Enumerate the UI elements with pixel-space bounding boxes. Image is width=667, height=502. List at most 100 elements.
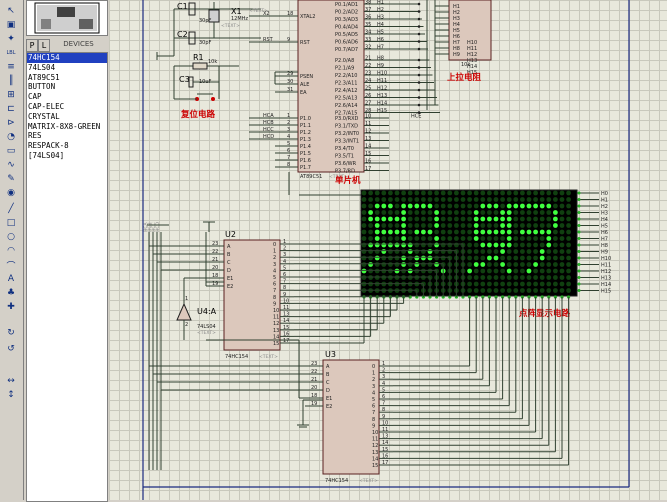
arc-icon[interactable]: ◠ (7, 246, 15, 256)
button-pin-icon[interactable] (211, 97, 215, 101)
generator-icon[interactable]: ∿ (7, 160, 15, 170)
rotate-ccw-icon[interactable]: ↺ (7, 344, 15, 354)
matrix-led (559, 210, 565, 215)
graph-icon[interactable]: ◔ (7, 132, 15, 142)
tab-library[interactable]: L (38, 39, 50, 52)
device-list-item[interactable]: CRYSTAL (28, 111, 60, 121)
matrix-led (414, 203, 420, 209)
matrix-led (493, 210, 499, 215)
inverter-u4[interactable]: 1 2 U4:A 74LS04 <TEXT> (176, 277, 224, 340)
symbol-icon[interactable]: ♣ (6, 288, 16, 298)
net-label: H8 (601, 243, 608, 249)
matrix-led (559, 236, 565, 241)
mcu-pin-number: 4 (287, 134, 290, 140)
decoder-pin-label: C (326, 380, 330, 386)
decoder-pin-label: 11 (273, 315, 279, 321)
decoder-pin-label: 0 (372, 364, 375, 370)
matrix-led (487, 249, 492, 254)
matrix-led (487, 223, 492, 228)
script-icon[interactable]: ≡ (7, 62, 15, 72)
matrix-led (539, 236, 545, 241)
matrix-led (447, 242, 453, 248)
matrix-led (421, 268, 426, 274)
tab-pick-devices[interactable]: P (26, 39, 38, 52)
terminal-icon[interactable]: ⊏ (7, 104, 15, 114)
matrix-led (546, 197, 552, 202)
device-list-item[interactable]: AT89C51 (28, 72, 60, 82)
overview-window[interactable] (26, 0, 108, 36)
mcu-pin-label: P2.0/A8 (335, 58, 354, 64)
matrix-led (388, 242, 393, 248)
mcu-pin-label: P2.7/A15 (335, 111, 357, 117)
matrix-led (427, 255, 433, 261)
circle-icon[interactable]: ○ (7, 232, 15, 242)
matrix-led (533, 255, 538, 261)
tape-icon[interactable]: ▭ (6, 146, 16, 156)
device-list-item[interactable]: RESPACK-8 (28, 141, 69, 151)
flip-v-icon[interactable]: ↕ (7, 390, 15, 400)
matrix-led (381, 242, 387, 248)
device-list-item[interactable]: MATRIX-8X8-GREEN (28, 121, 101, 131)
device-list-item[interactable]: RES (28, 131, 42, 141)
u2-part: 74HC154 (225, 354, 248, 360)
bus-label: HCB (147, 222, 153, 232)
matrix-led (381, 210, 387, 215)
matrix-led (414, 197, 420, 202)
matrix-led (473, 203, 479, 209)
matrix-led (361, 229, 367, 235)
subcircuit-icon[interactable]: ⊞ (7, 90, 15, 100)
pointer-icon[interactable]: ↖ (7, 6, 15, 16)
label-icon[interactable]: LBL (6, 50, 16, 56)
decoder-pin-number: 11 (382, 427, 388, 433)
text-icon[interactable]: A (7, 274, 15, 284)
matrix-led (566, 236, 571, 241)
path-icon[interactable]: ⌒ (6, 261, 16, 272)
net-label: H8 (377, 56, 384, 62)
device-list-item[interactable]: 74LS04 (28, 62, 56, 72)
mcu-pin-label: P3.1/TXD (335, 124, 358, 130)
resistor-r1-icon[interactable] (192, 62, 208, 70)
schematic-canvas[interactable]: C1 30pF C2 30pF X1 12MHz <TEXT> <TEXT> R… (109, 0, 667, 500)
bus-label: HCA (143, 221, 149, 232)
box-icon[interactable]: □ (6, 218, 16, 228)
bus-icon[interactable]: ║ (8, 76, 14, 86)
decoder-pin-label: D (227, 268, 231, 274)
marker-icon[interactable]: ✚ (7, 302, 15, 312)
decoder-pin-number: 16 (382, 453, 388, 459)
matrix-led (401, 242, 406, 248)
component-icon[interactable]: ▣ (6, 20, 16, 30)
line-icon[interactable]: ╱ (8, 204, 14, 214)
port-icon[interactable]: ⊳ (7, 118, 15, 128)
device-list-item[interactable]: CAP (28, 92, 42, 102)
junction-icon[interactable]: ✦ (7, 34, 15, 44)
mcu-pin-label: P3.4/T0 (335, 146, 354, 152)
matrix-led (427, 268, 433, 274)
flip-h-icon[interactable]: ↔ (7, 376, 15, 386)
matrix-led (381, 223, 387, 228)
matrix-led (440, 203, 446, 209)
probe-icon[interactable]: ✎ (7, 174, 15, 184)
device-list-item[interactable]: 74HC154 (27, 53, 107, 63)
matrix-led (513, 210, 519, 215)
device-list-item[interactable]: BUTTON (28, 82, 56, 92)
matrix-led (454, 242, 459, 248)
matrix-led (440, 223, 446, 228)
rotate-cw-icon[interactable]: ↻ (7, 328, 15, 338)
matrix-led (421, 223, 426, 228)
matrix-led (526, 249, 532, 254)
mcu-at89c51[interactable]: XTAL218X2RST9RSTPSEN29ALE30EA31P1.01HCAP… (249, 0, 421, 186)
device-list-item[interactable]: [74LS04] (28, 150, 65, 160)
matrix-led (361, 197, 367, 202)
virtual-instrument-icon[interactable]: ◉ (7, 188, 15, 198)
device-list-item[interactable]: CAP-ELEC (28, 101, 65, 111)
decoder-pin-label: 3 (372, 384, 375, 390)
decoder-pin-number: 6 (382, 394, 385, 400)
c3-label: C3 (179, 75, 190, 84)
matrix-led (546, 268, 552, 274)
matrix-led (447, 197, 453, 202)
